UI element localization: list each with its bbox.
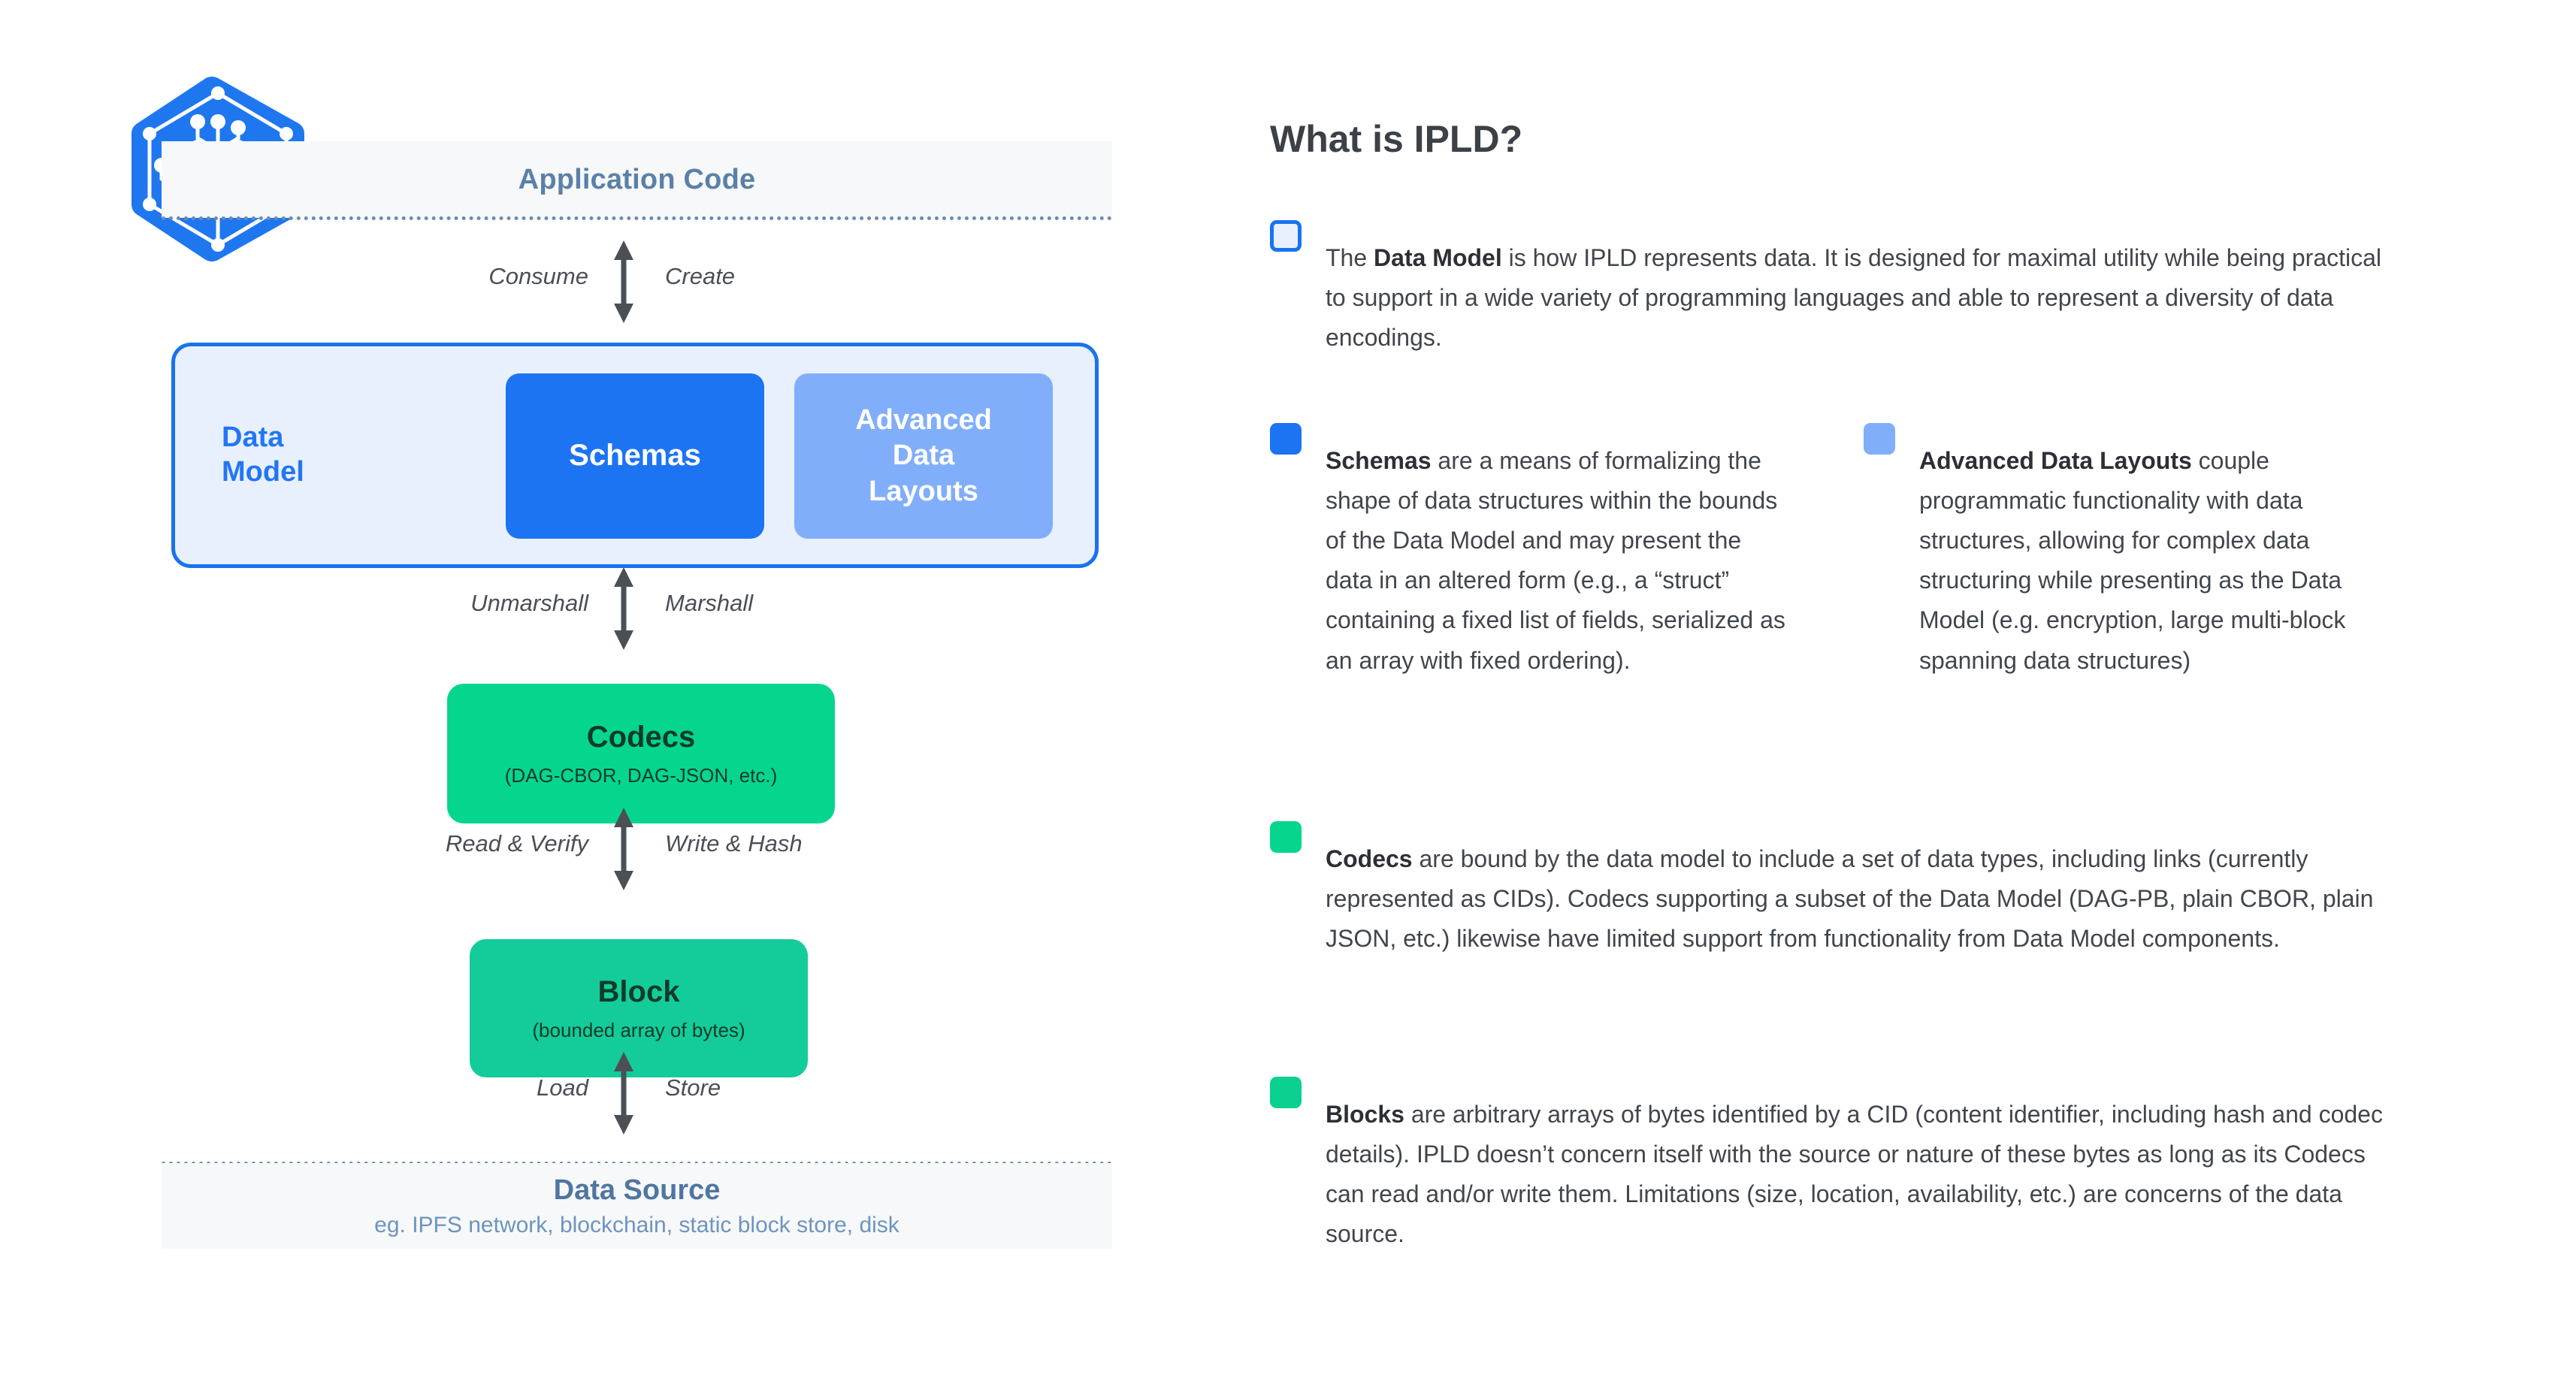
advanced-data-layouts-box: Advanced Data Layouts bbox=[794, 373, 1053, 539]
legend-text-codecs: Codecs are bound by the data model to in… bbox=[1326, 839, 2390, 959]
divider-application-boundary bbox=[162, 216, 1112, 220]
legend-bold-schemas: Schemas bbox=[1326, 447, 1432, 474]
legend-text-data-model: The Data Model is how IPLD represents da… bbox=[1326, 238, 2390, 358]
data-model-label: Data Model bbox=[222, 420, 304, 490]
data-source-subtitle: eg. IPFS network, blockchain, static blo… bbox=[374, 1212, 899, 1237]
codecs-subtitle: (DAG-CBOR, DAG-JSON, etc.) bbox=[504, 763, 778, 787]
swatch-codecs-icon bbox=[1270, 821, 1302, 853]
legend-bold-blocks: Blocks bbox=[1326, 1101, 1404, 1128]
swatch-advanced-data-layouts-icon bbox=[1864, 423, 1895, 455]
arrow-group-app-to-datamodel: Consume Create bbox=[440, 240, 830, 323]
codecs-box: Codecs (DAG-CBOR, DAG-JSON, etc.) bbox=[447, 684, 835, 823]
legend-body-codecs: are bound by the data model to include a… bbox=[1326, 845, 2374, 953]
legend-entry-codecs: Codecs are bound by the data model to in… bbox=[1270, 815, 2390, 983]
double-arrow-vertical-icon bbox=[614, 808, 633, 890]
legend-body-data-model: is how IPLD represents data. It is desig… bbox=[1326, 244, 2382, 352]
schemas-box: Schemas bbox=[506, 373, 764, 539]
schemas-label: Schemas bbox=[569, 439, 701, 473]
arrow-label-create: Create bbox=[665, 263, 736, 289]
adl-label-line3: Layouts bbox=[869, 475, 978, 507]
arrow-label-consume: Consume bbox=[488, 263, 588, 289]
arrow-label-store: Store bbox=[665, 1074, 721, 1101]
data-source-bar: Data Source eg. IPFS network, blockchain… bbox=[162, 1163, 1112, 1249]
data-model-label-line1: Data bbox=[222, 422, 284, 453]
adl-label-line1: Advanced bbox=[855, 404, 992, 437]
data-model-box: Data Model Schemas Advanced Data Layouts bbox=[171, 343, 1099, 568]
legend-text-schemas: Schemas are a means of formalizing the s… bbox=[1326, 441, 1788, 681]
application-code-label: Application Code bbox=[518, 163, 756, 195]
block-subtitle: (bounded array of bytes) bbox=[532, 1018, 745, 1041]
legend-lead-data-model: The bbox=[1326, 244, 1374, 271]
legend-entry-advanced-data-layouts: Advanced Data Layouts couple programmati… bbox=[1864, 417, 2390, 705]
codecs-title: Codecs bbox=[586, 720, 696, 754]
arrow-label-load: Load bbox=[537, 1074, 588, 1101]
ipld-architecture-diagram: Application Code Consume Create Data Mod… bbox=[0, 0, 1217, 1399]
adl-label-line2: Data bbox=[892, 440, 955, 472]
legend-body-advanced-data-layouts: couple programmatic functionality with d… bbox=[1919, 447, 2346, 674]
arrow-group-codecs-to-block: Read & Verify Write & Hash bbox=[440, 808, 830, 890]
legend-bold-advanced-data-layouts: Advanced Data Layouts bbox=[1919, 447, 2192, 474]
legend-text-blocks: Blocks are arbitrary arrays of bytes ide… bbox=[1326, 1095, 2390, 1254]
legend-bold-codecs: Codecs bbox=[1326, 845, 1413, 872]
legend-entry-data-model: The Data Model is how IPLD represents da… bbox=[1270, 214, 2390, 382]
swatch-schemas-icon bbox=[1270, 423, 1302, 455]
legend-entry-schemas: Schemas are a means of formalizing the s… bbox=[1270, 417, 1788, 705]
explanation-panel: What is IPLD? The Data Model is how IPLD… bbox=[1270, 0, 2495, 1399]
swatch-data-model-icon bbox=[1270, 220, 1302, 252]
legend-body-schemas: are a means of formalizing the shape of … bbox=[1326, 447, 1785, 674]
page-title: What is IPLD? bbox=[1270, 117, 1523, 160]
legend-bold-data-model: Data Model bbox=[1374, 244, 1502, 271]
legend-text-advanced-data-layouts: Advanced Data Layouts couple programmati… bbox=[1919, 441, 2390, 681]
swatch-blocks-icon bbox=[1270, 1077, 1302, 1108]
arrow-label-read-verify: Read & Verify bbox=[445, 830, 588, 857]
arrow-label-write-hash: Write & Hash bbox=[665, 830, 803, 857]
legend-entry-blocks: Blocks are arbitrary arrays of bytes ide… bbox=[1270, 1071, 2390, 1278]
legend-body-blocks: are arbitrary arrays of bytes identified… bbox=[1326, 1101, 2383, 1248]
block-title: Block bbox=[597, 974, 680, 1008]
arrow-label-marshall: Marshall bbox=[665, 590, 754, 616]
double-arrow-vertical-icon bbox=[614, 1052, 633, 1135]
arrow-label-unmarshall: Unmarshall bbox=[470, 590, 588, 616]
double-arrow-vertical-icon bbox=[614, 240, 633, 323]
data-model-label-line2: Model bbox=[222, 456, 304, 488]
data-source-title: Data Source bbox=[553, 1174, 721, 1206]
arrow-group-datamodel-to-codecs: Unmarshall Marshall bbox=[440, 567, 830, 650]
double-arrow-vertical-icon bbox=[614, 567, 633, 650]
block-box: Block (bounded array of bytes) bbox=[470, 939, 808, 1077]
application-code-bar: Application Code bbox=[162, 141, 1112, 218]
arrow-group-block-to-datasource: Load Store bbox=[440, 1052, 830, 1135]
